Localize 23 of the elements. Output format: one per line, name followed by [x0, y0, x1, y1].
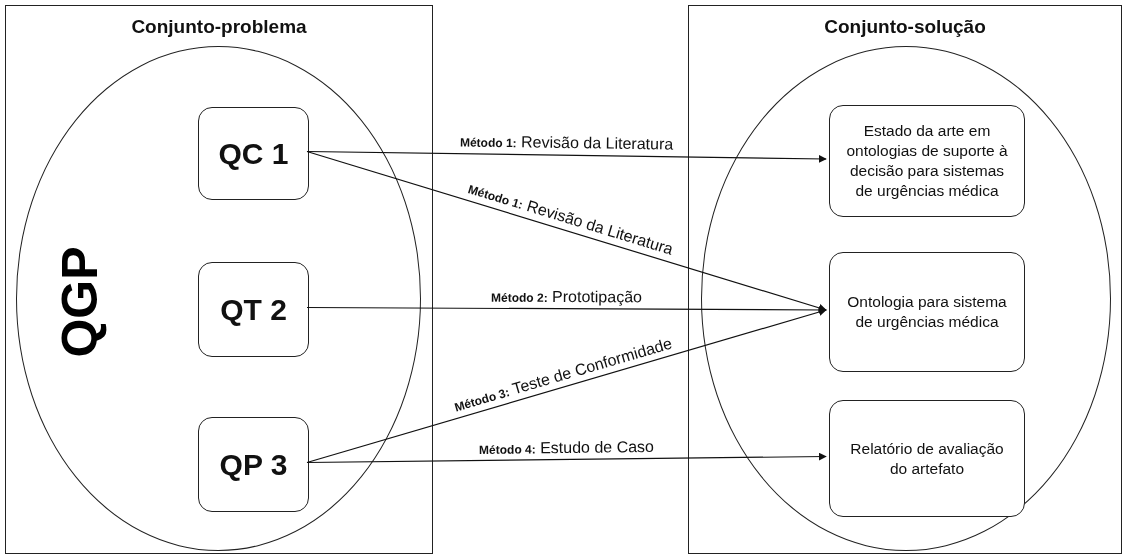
vertical-label: QGP	[50, 246, 109, 358]
edge-label: Método 1: Revisão da Literatura	[460, 132, 674, 154]
panel-heading: Conjunto-problema	[130, 16, 308, 38]
result-box	[829, 400, 1025, 517]
arrow	[306, 452, 827, 464]
panel-heading: Conjunto-solução	[823, 16, 987, 38]
arrow	[306, 150, 827, 163]
question-box	[198, 417, 309, 512]
result-box	[829, 252, 1025, 372]
arrow	[306, 305, 827, 314]
result-text: Estado da arte em ontologias de suporte à decisão para sistemas de urgências médica	[845, 121, 1009, 201]
question-label: QT 2	[220, 292, 287, 327]
result-text: Relatório de avaliação do artefato	[849, 438, 1005, 479]
question-label: QP 3	[219, 447, 288, 482]
question-label: QC 1	[218, 136, 289, 171]
question-box	[198, 262, 309, 357]
arrow	[306, 308, 827, 464]
arrow	[306, 150, 827, 312]
result-box	[829, 105, 1025, 217]
edge-label: Método 2: Prototipação	[491, 287, 643, 307]
question-box	[198, 107, 309, 200]
result-text: Ontologia para sistema de urgências médica	[846, 292, 1008, 332]
edge-label: Método 4: Estudo de Caso	[478, 437, 654, 458]
